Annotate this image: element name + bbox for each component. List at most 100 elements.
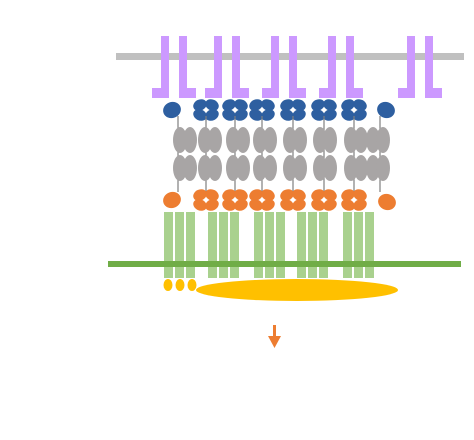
orange-domain-4-lobe [292,199,306,211]
gray-domain-5-1-a [283,127,297,153]
orange-domain-6-lobe [353,189,367,201]
gray-domain-7-1-b [354,127,368,153]
blue-domain-2 [222,99,248,121]
gray-domain-7-1-a [344,127,358,153]
blue-domain-6-lobe [341,99,355,111]
blue-domain-4-lobe [280,109,294,121]
receptor-right-foot [237,88,249,98]
receptor-partial-foot [154,88,166,98]
transmembrane-segment [276,212,285,278]
blue-domain-edge-left [163,101,181,119]
transmembrane-group-2 [208,212,239,278]
transmembrane-segment [265,212,274,278]
gray-domain-1-2-b [183,155,197,181]
blue-domain-4-lobe [280,99,294,111]
yellow-bead-1 [163,279,173,291]
gray-domain-1-1-b [183,127,197,153]
blue-domain-4-lobe [292,99,306,111]
transmembrane-group-5 [343,212,374,278]
blue-domain-5-lobe [311,99,325,111]
blue-domain-6 [341,99,367,121]
orange-domain-3-lobe [249,199,263,211]
transmembrane-segment [175,212,184,278]
transmembrane-group-1 [164,212,195,278]
arrow-head [268,336,281,348]
gray-domain-3-2-a [226,155,240,181]
receptor-right-foot [184,88,196,98]
blue-domain-5-lobe [323,99,337,111]
orange-domain-2 [222,189,248,211]
blue-domain-3 [249,99,275,121]
orange-domain-3 [249,189,275,211]
orange-domain-5-lobe [323,199,337,211]
gray-domain-8-1-a [366,127,380,153]
transmembrane-segment [254,212,263,278]
gray-domain-3-1-b [236,127,250,153]
transmembrane-group-4 [297,212,328,278]
arrow-shaft [273,325,276,338]
orange-domain-4-lobe [280,199,294,211]
gray-domain-3-1-a [226,127,240,153]
transmembrane-segment [365,212,374,278]
blue-domain-edge-right [377,101,395,119]
blue-domain-4 [280,99,306,121]
transmembrane-segment [343,212,352,278]
gray-domain-8-2-a [366,155,380,181]
orange-domain-edge-left [163,191,181,209]
gray-domain-1-1-a [173,127,187,153]
orange-domain-4-lobe [280,189,294,201]
blue-domain-1-lobe [205,109,219,121]
yellow-cluster [196,279,398,301]
receptor-right-chain [289,36,297,98]
receptor-2 [205,36,249,98]
receptor-right-chain [346,36,354,98]
receptor-3 [262,36,306,98]
receptor-right-foot [351,88,363,98]
receptor-left-foot [205,88,217,98]
blue-domain-6-lobe [341,109,355,121]
orange-domain-1-lobe [205,199,219,211]
receptor-layer [152,36,442,98]
receptor-right-chain [179,36,187,98]
receptor-left-chain [214,36,222,98]
transmembrane-group-3 [254,212,285,278]
gray-domain-2-2-a [198,155,212,181]
receptor-right-foot [430,88,442,98]
receptor-left-foot [262,88,274,98]
transmembrane-segment [164,212,173,278]
orange-domain-6-lobe [341,189,355,201]
blue-domain-2-lobe [222,109,236,121]
orange-domain-2-lobe [234,199,248,211]
blue-domain-1-lobe [205,99,219,111]
gray-domain-3-2-b [236,155,250,181]
receptor-left-chain [328,36,336,98]
blue-domain-1-lobe [193,99,207,111]
gray-domain-6-2-a [313,155,327,181]
orange-domain-5-lobe [311,199,325,211]
blue-domain-5 [311,99,337,121]
gray-domain-4-1-a [253,127,267,153]
gray-domain-1-2-a [173,155,187,181]
gray-domain-2-1-b [208,127,222,153]
orange-domain-4 [280,189,306,211]
transmembrane-segment [186,212,195,278]
blue-domain-3-lobe [261,109,275,121]
yellow-bead-3 [187,279,197,291]
gray-domain-7-2-a [344,155,358,181]
orange-domain-6-lobe [353,199,367,211]
lower-layer [108,261,461,348]
receptor-left-chain [407,36,415,98]
blue-domain-6-lobe [353,109,367,121]
transmembrane-segment [230,212,239,278]
orange-domain-1-lobe [193,199,207,211]
gray-domain-2-1-a [198,127,212,153]
orange-domain-2-lobe [222,199,236,211]
orange-domain-edge-right [378,193,396,211]
gray-domain-4-2-a [253,155,267,181]
transmembrane-segment [308,212,317,278]
orange-domain-3-lobe [261,199,275,211]
gray-domain-7-2-b [354,155,368,181]
complex-layer [163,99,396,278]
orange-domain-3-lobe [261,189,275,201]
